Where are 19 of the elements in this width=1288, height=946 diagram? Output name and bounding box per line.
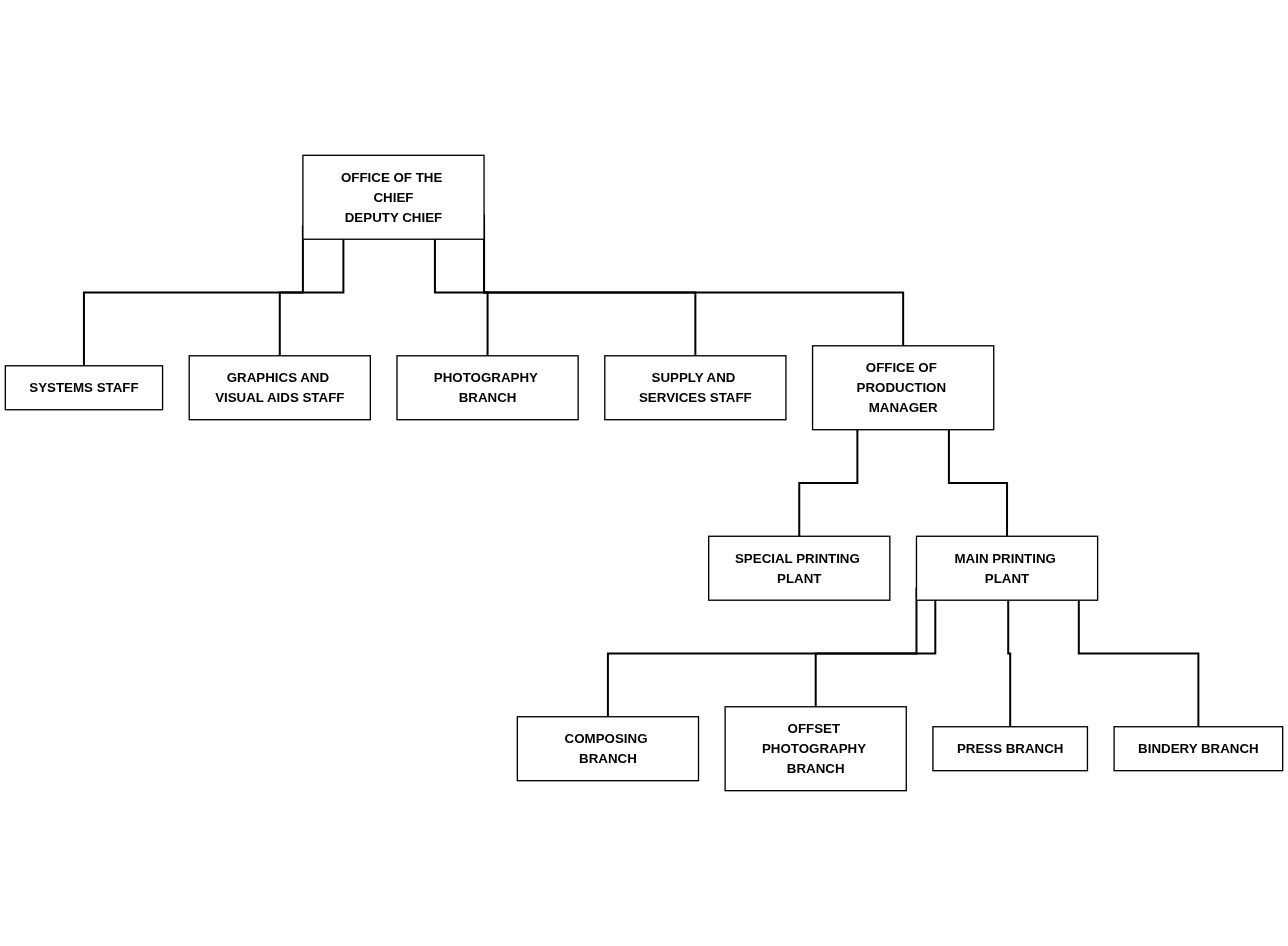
node-box: PHOTOGRAPHY BRANCH [396,355,579,421]
node-box: COMPOSING BRANCH [516,716,700,782]
node-box: SPECIAL PRINTING PLANT [708,535,891,601]
connector [1077,599,1200,728]
node-box: OFFICE OF THE CHIEF DEPUTY CHIEF [302,154,485,240]
node-box: GRAPHICS AND VISUAL AIDS STAFF [188,355,371,421]
node-box: MAIN PRINTING PLANT [915,535,1099,601]
node-box: BINDERY BRANCH [1113,726,1284,772]
connector [814,599,937,708]
node-box: PRESS BRANCH [932,726,1089,772]
node-box: SYSTEMS STAFF [4,365,164,411]
connector [947,428,1009,538]
node-box: SUPPLY AND SERVICES STAFF [604,355,787,421]
node-box: OFFSET PHOTOGRAPHY BRANCH [724,706,907,792]
connector [278,238,345,357]
connector [1007,599,1012,728]
connector [433,238,489,357]
connector [798,428,859,538]
node-box: OFFICE OF PRODUCTION MANAGER [811,345,995,431]
